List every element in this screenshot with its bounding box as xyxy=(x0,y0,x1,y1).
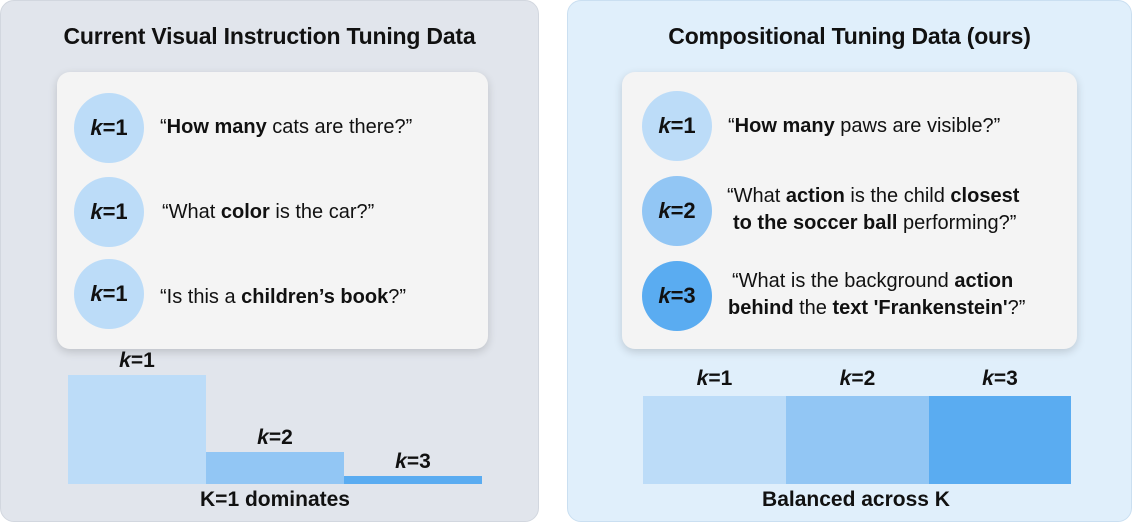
question-row: k=1 “What color is the car?” xyxy=(57,177,488,247)
k-circle: k=1 xyxy=(74,177,144,247)
question-text: “Is this a children’s book?” xyxy=(160,286,406,308)
question-row: k=1 “How many paws are visible?” xyxy=(622,91,1077,161)
bar-label: k=1 xyxy=(119,349,155,372)
distribution-bar xyxy=(643,396,786,484)
question-row: k=3 “What is the background action behin… xyxy=(622,261,1077,331)
question-row: k=1 “How many cats are there?” xyxy=(57,93,488,163)
bar-label: k=2 xyxy=(839,367,876,390)
panel-title: Compositional Tuning Data (ours) xyxy=(668,23,1031,49)
question-card: k=1 “How many cats are there?” k=1 “What… xyxy=(57,72,488,349)
k-circle: k=2 xyxy=(642,176,712,246)
distribution-caption: K=1 dominates xyxy=(200,488,350,511)
bar-label: k=2 xyxy=(257,426,293,449)
question-text: “What color is the car?” xyxy=(162,201,375,223)
bar-label: k=1 xyxy=(696,367,733,390)
distribution-bar xyxy=(68,375,206,484)
question-row: k=1 “Is this a children’s book?” xyxy=(57,259,488,329)
k-circle: k=1 xyxy=(74,259,144,329)
question-text: “What is the background action behind th… xyxy=(728,270,1026,319)
question-text: “How many cats are there?” xyxy=(160,116,413,138)
distribution-caption: Balanced across K xyxy=(762,488,950,511)
distribution-bar xyxy=(206,452,344,484)
bar-label: k=3 xyxy=(395,450,431,473)
distribution-bar xyxy=(344,476,482,484)
distribution-bar xyxy=(929,396,1071,484)
k-circle: k=3 xyxy=(642,261,712,331)
question-row: k=2 “What action is the child closest to… xyxy=(622,176,1077,246)
k-circle: k=1 xyxy=(642,91,712,161)
distribution-bar xyxy=(786,396,929,484)
panel-title: Current Visual Instruction Tuning Data xyxy=(63,23,476,49)
current-data-panel: Current Visual Instruction Tuning Data k… xyxy=(0,0,539,522)
question-text: “What action is the child closest to the… xyxy=(727,185,1020,234)
question-card: k=1 “How many paws are visible?” k=2 “Wh… xyxy=(622,72,1077,349)
question-text: “How many paws are visible?” xyxy=(728,115,1001,137)
bar-label: k=3 xyxy=(982,367,1018,390)
compositional-data-panel: Compositional Tuning Data (ours) k=1 “Ho… xyxy=(567,0,1132,522)
k-circle: k=1 xyxy=(74,93,144,163)
